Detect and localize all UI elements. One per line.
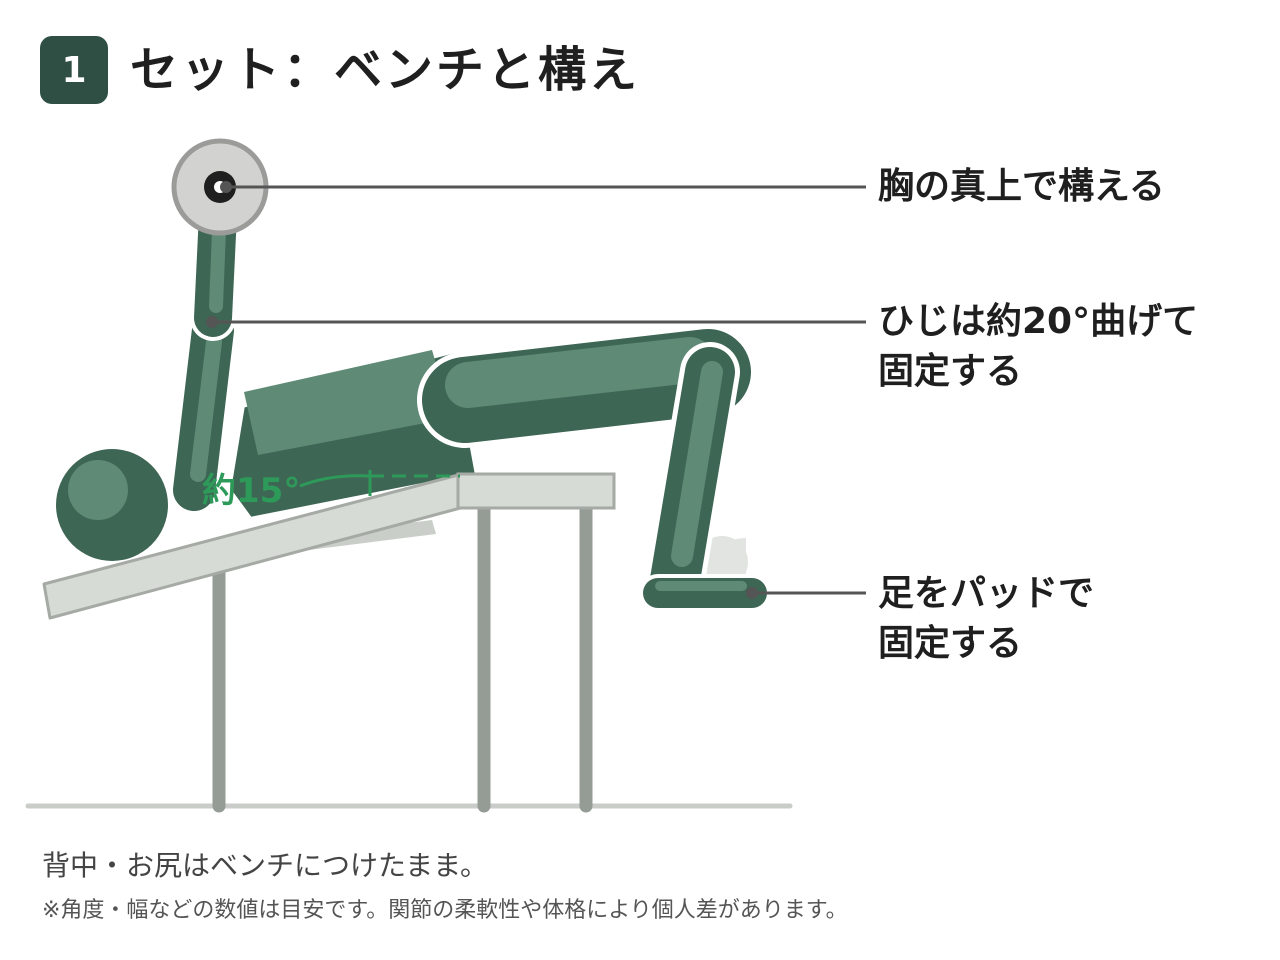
incline-angle-indicator: 約15° [202,470,460,511]
leader-dot-elbow [206,316,218,328]
callout-grip-line-1: 胸の真上で構える [878,166,1165,207]
athlete-shin [645,342,740,610]
leader-dot-grip [220,181,232,193]
leader-lines [206,181,866,599]
callout-elbow-line-2: 固定する [878,351,1023,392]
callout-elbow-angle: ひじは約20°曲げて 固定する [878,297,1198,397]
step-number-badge: 1 [40,36,108,104]
leader-dot-foot [746,587,758,599]
athlete-upper-arm [168,304,239,516]
bench-legs [212,493,593,813]
athlete-head [56,449,168,561]
callout-foot-line-1: 足をパッドで [878,573,1095,614]
incline-bench [42,472,616,620]
athlete-thigh [417,324,756,448]
step-title: セット：ベンチと構え [130,42,641,98]
callout-foot-pad: 足をパッドで 固定する [878,569,1094,669]
footer-instruction: 背中・お尻はベンチにつけたまま。 [42,849,489,882]
step-number: 1 [61,49,87,91]
angle-label: 約15° [202,471,300,511]
callout-elbow-line-1: ひじは約20°曲げて [878,301,1199,342]
callout-foot-line-2: 固定する [878,623,1023,664]
bench-seat-pad [456,472,616,510]
footer-disclaimer: ※角度・幅などの数値は目安です。関節の柔軟性や体格により個人差があります。 [42,898,848,923]
athlete-foot [639,574,771,612]
callout-grip-position: 胸の真上で構える [878,162,1165,212]
